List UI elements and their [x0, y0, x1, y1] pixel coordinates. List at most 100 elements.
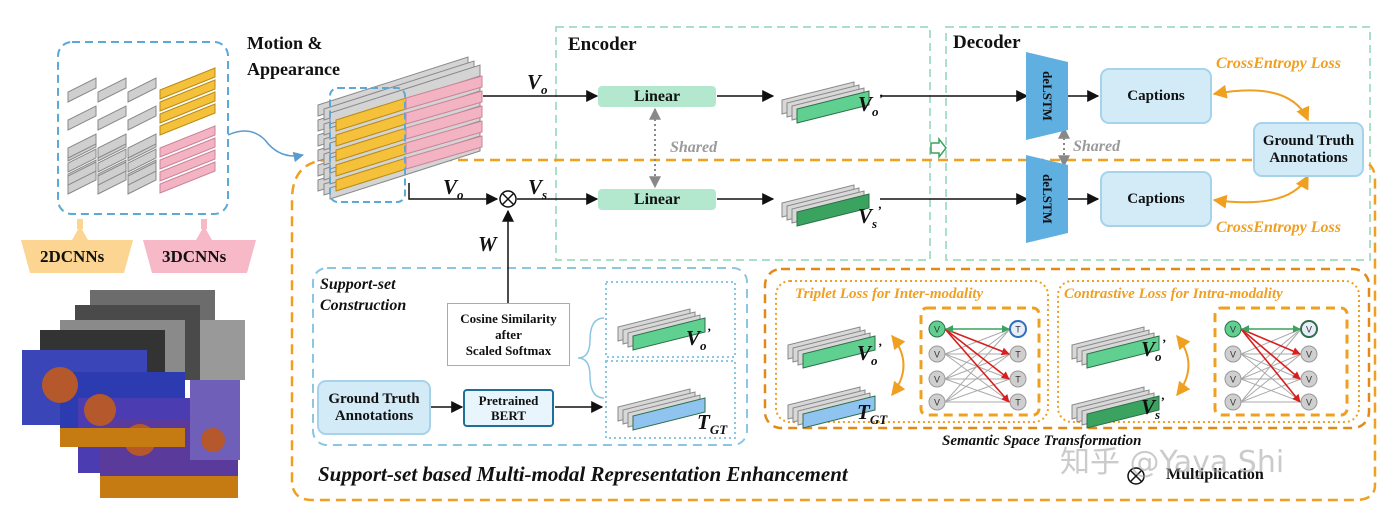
- cnn2d-arrow-stem: [77, 219, 83, 229]
- linear-box-top: Linear: [598, 86, 716, 107]
- svg-text:V: V: [934, 375, 940, 385]
- triplet-curve-arrow: [891, 334, 906, 397]
- triplet-region: [775, 280, 1049, 423]
- vo-prime-label-contrastive: Vo’: [1141, 336, 1166, 365]
- support-vo-box: [605, 281, 736, 358]
- cnn-feature-region: [57, 41, 229, 215]
- vs-prime-feature-encoder: [781, 184, 870, 227]
- vo-prime-label-support: Vo’: [686, 325, 711, 354]
- cnn-feature-yellow: [159, 79, 216, 112]
- motion-appearance-label-1: Motion &: [247, 33, 323, 53]
- cnn3d-arrow: [196, 226, 212, 240]
- tgt-label-support: TGT: [697, 410, 728, 438]
- ce-arrow-bottom: [1212, 174, 1309, 209]
- ce-arrow-top: [1212, 84, 1310, 122]
- svg-text:V: V: [934, 325, 940, 335]
- cnn-feature-stack: [67, 67, 216, 195]
- motion-appearance-stack: [317, 56, 483, 200]
- cnn-feature-yellow: [159, 67, 216, 100]
- multiplication-legend-label: Multiplication: [1166, 466, 1264, 483]
- cos-line3: Scaled Softmax: [465, 342, 552, 358]
- cnn-feature-grey: [97, 170, 127, 195]
- encoder-label: Encoder: [568, 34, 637, 55]
- ground-truth-box-decoder: Ground Truth Annotations: [1253, 122, 1364, 177]
- support-brace: [577, 317, 605, 399]
- cnn2d-label: 2DCNNs: [40, 247, 105, 266]
- svg-text:V: V: [1230, 350, 1236, 360]
- watermark: 知乎 @Yaya Shi: [1060, 445, 1285, 480]
- contrastive-graph-box: [1213, 306, 1349, 417]
- svg-text:T: T: [1015, 398, 1021, 408]
- svg-text:V: V: [934, 350, 940, 360]
- gt-support-line1: Ground Truth: [328, 390, 420, 407]
- cos-line2: after: [495, 326, 522, 342]
- cnn-to-features-arrow: [227, 130, 305, 163]
- cnn3d-arrow-stem: [201, 219, 207, 229]
- contrastive-region: [1057, 280, 1360, 423]
- triplet-graph-left-node: V: [928, 320, 946, 338]
- triplet-graph-right-node: T: [1009, 345, 1027, 363]
- vo-prime-feature-support-front: [632, 317, 706, 351]
- svg-text:V: V: [1306, 375, 1312, 385]
- contrastive-graph-right-node: V: [1300, 320, 1318, 338]
- vo-prime-feature-encoder: [781, 81, 870, 124]
- vo-prime-feature-encoder-front: [796, 90, 870, 124]
- svg-text:T: T: [1015, 350, 1021, 360]
- triplet-graph-right-node: T: [1009, 393, 1027, 411]
- ma-highlight-box: [329, 87, 406, 203]
- vo-to-mult-arrow: [408, 183, 499, 205]
- cosine-similarity-box: Cosine Similarity after Scaled Softmax: [447, 303, 570, 366]
- lstm-label-top: deLSTM: [1040, 71, 1055, 121]
- enhancement-label: Support-set based Multi-modal Representa…: [318, 462, 848, 486]
- support-set-label-1: Support-set: [320, 276, 396, 293]
- svg-text:T: T: [1015, 325, 1021, 335]
- semantic-region: [763, 267, 1371, 430]
- pretrained-bert-box: Pretrained BERT: [463, 389, 554, 427]
- triplet-graph-left-node: V: [928, 393, 946, 411]
- cnn-feature-grey: [67, 105, 97, 131]
- cnn-feature-grey: [67, 133, 97, 159]
- vo-prime-label-triplet: Vo’: [857, 340, 882, 369]
- vo-prime-feature-contrastive-front: [1086, 335, 1160, 369]
- svg-text:V: V: [1306, 350, 1312, 360]
- triplet-graph-right-node: T: [1009, 370, 1027, 388]
- video-frames: [22, 290, 245, 498]
- vo-prime-feature-triplet: [787, 326, 876, 369]
- contrastive-loss-label: Contrastive Loss for Intra-modality: [1064, 286, 1283, 302]
- vs-prime-feature-contrastive-front: [1086, 395, 1160, 429]
- triplet-loss-label: Triplet Loss for Inter-modality: [795, 286, 984, 302]
- support-set-label-2: Construction: [320, 297, 407, 314]
- w-label: W: [478, 232, 497, 256]
- shared-label-encoder: Shared: [670, 139, 718, 156]
- tgt-feature-triplet-front: [802, 395, 876, 429]
- linear-box-bottom: Linear: [598, 189, 716, 210]
- vs-prime-feature-encoder-front: [796, 193, 870, 227]
- cnn-feature-grey: [67, 77, 97, 103]
- vo-prime-label-encoder: Vo’: [858, 91, 883, 120]
- vs-prime-feature-contrastive: [1071, 386, 1160, 429]
- tgt-feature-triplet: [787, 386, 876, 429]
- triplet-graph-left-node: V: [928, 345, 946, 363]
- cnn-feature-grey: [97, 77, 127, 103]
- motion-appearance-label-2: Appearance: [247, 59, 340, 79]
- lstm-label-bottom: deLSTM: [1040, 174, 1055, 224]
- contrastive-graph-right-node: V: [1300, 393, 1318, 411]
- cnn-feature-grey: [97, 133, 127, 159]
- cnn2d-arrow: [72, 226, 88, 240]
- cnn-feature-grey: [67, 148, 97, 173]
- enhancement-region: [290, 158, 1377, 502]
- shared-label-decoder: Shared: [1073, 138, 1121, 155]
- cnn3d-trapezoid: [143, 240, 256, 273]
- semantic-space-label: Semantic Space Transformation: [942, 433, 1142, 449]
- vo-prime-feature-triplet-front: [802, 335, 876, 369]
- ma-pink-bar: [405, 105, 483, 140]
- contrastive-curve-arrow: [1176, 334, 1191, 397]
- cnn-feature-grey: [127, 148, 157, 173]
- lstm-bottom: [1026, 155, 1068, 243]
- tgt-feature-support: [617, 388, 706, 431]
- svg-text:V: V: [1306, 325, 1312, 335]
- cnn-feature-grey: [127, 170, 157, 195]
- cnn-feature-grey: [127, 77, 157, 103]
- vo-prime-feature-contrastive: [1071, 326, 1160, 369]
- vs-prime-label-encoder: Vs’: [858, 203, 882, 232]
